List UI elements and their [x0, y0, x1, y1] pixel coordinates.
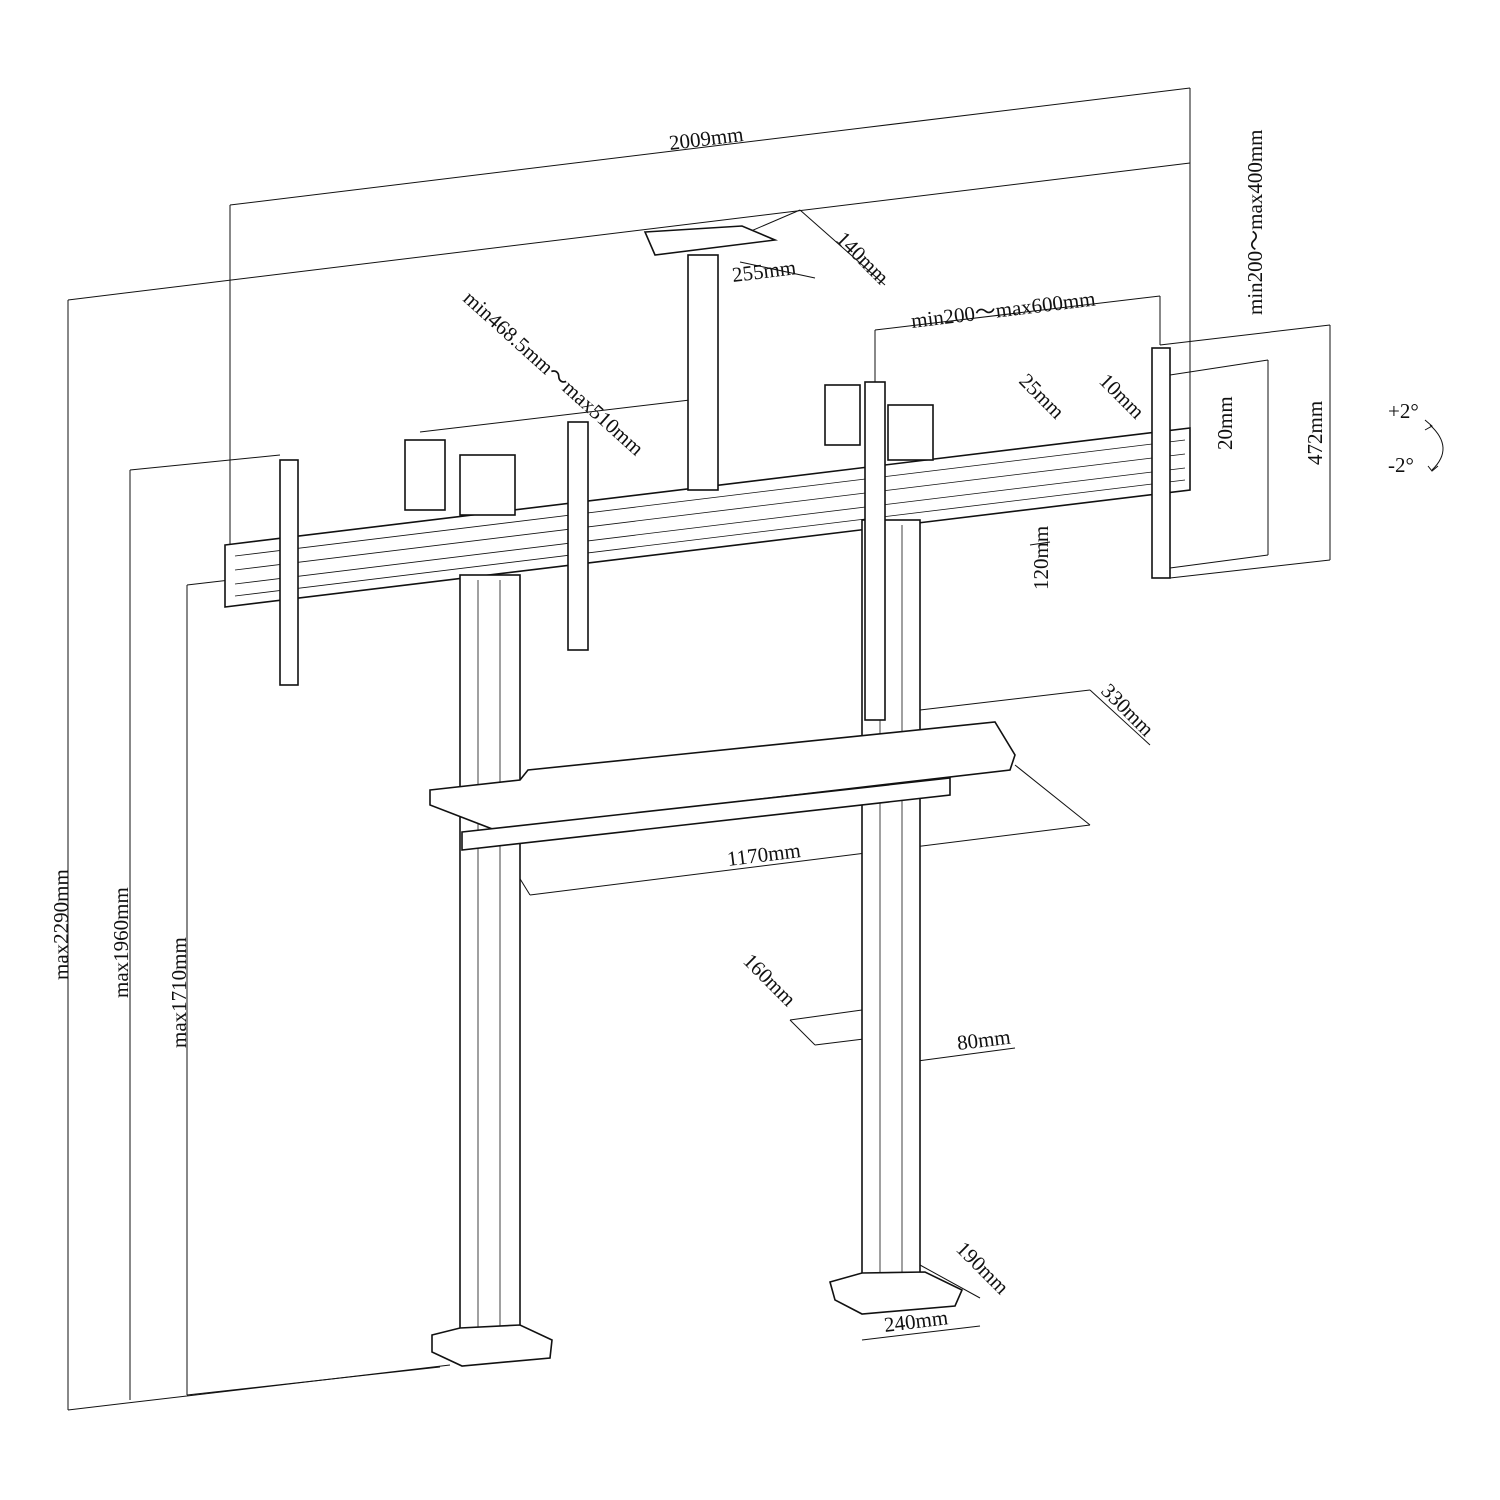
label-vesa-height: min200～max400mm: [1243, 130, 1267, 316]
label-overall-width: 2009mm: [668, 122, 745, 155]
label-shelf-width: 1170mm: [726, 838, 802, 871]
label-bracket-length: 472mm: [1303, 401, 1327, 465]
label-shelf-depth: 330mm: [1096, 679, 1158, 741]
label-camera-pole-height: min468.5mm～max510mm: [459, 286, 649, 460]
label-column-depth: 160mm: [738, 949, 800, 1011]
vesa-brackets: [279, 347, 1171, 721]
label-bracket-spacing: min200～max600mm: [910, 287, 1097, 333]
label-camera-shelf-width: 255mm: [731, 255, 798, 287]
tilt-arrow-down-icon: [1427, 465, 1439, 472]
label-tilt-down: -2°: [1388, 453, 1414, 477]
dimension-lines: [67, 87, 1331, 1411]
tilt-arrow-up-icon: [1424, 419, 1433, 431]
label-camera-shelf-depth: 140mm: [831, 227, 893, 289]
label-max-height-bottom-rail: max1710mm: [167, 937, 191, 1048]
bases: [431, 1271, 964, 1367]
label-rail-offset: 25mm: [1014, 369, 1069, 424]
tilt-arc-icon: [1429, 424, 1444, 471]
label-bracket-offset: 10mm: [1094, 369, 1149, 424]
label-rail-height: 120mm: [1029, 526, 1053, 590]
label-max-height-total: max2290mm: [49, 869, 73, 980]
camera-shelf: [643, 225, 779, 491]
keyboard-shelf: [429, 721, 1016, 851]
label-max-height-top-rail: max1960mm: [109, 887, 133, 998]
label-vertical-adjust: 20mm: [1213, 396, 1237, 450]
columns: [459, 519, 921, 1341]
label-column-width: 80mm: [956, 1025, 1012, 1055]
label-tilt-up: +2°: [1388, 399, 1419, 423]
